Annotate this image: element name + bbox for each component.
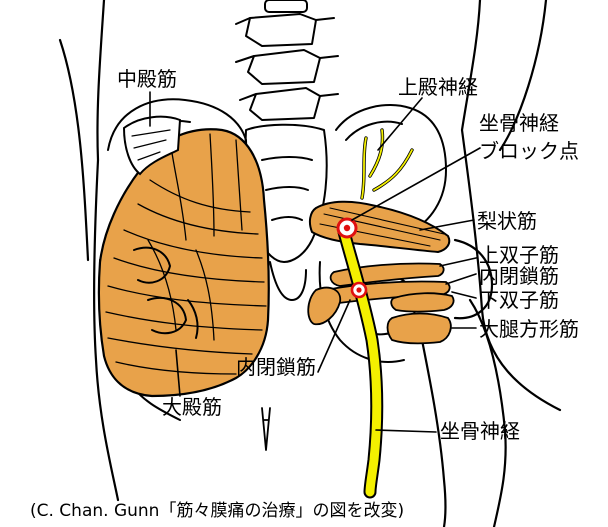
gluteus-medius-muscle — [122, 115, 182, 176]
lower-detail — [261, 407, 271, 451]
piriformis-muscle — [308, 200, 451, 254]
secondary-target — [350, 281, 368, 299]
label-sciatic-block-1: 坐骨神経 — [479, 111, 559, 135]
quadratus-femoris-muscle — [386, 312, 452, 345]
sciatic-block-target — [336, 217, 358, 239]
label-superior-gemellus: 上双子筋 — [479, 243, 559, 267]
label-sciatic-nerve: 坐骨神経 — [440, 419, 520, 443]
label-piriformis: 梨状筋 — [477, 209, 537, 233]
sciatic-nerve — [337, 225, 384, 499]
label-obturator-internus-right: 内閉鎖筋 — [479, 264, 559, 288]
label-superior-gluteal-nerve: 上殿神経 — [398, 75, 478, 99]
caption: (C. Chan. Gunn「筋々膜痛の治療」の図を改変) — [30, 501, 404, 521]
leader-lines — [149, 91, 481, 433]
label-gluteus-medius: 中殿筋 — [117, 67, 177, 91]
label-gluteus-maximus: 大殿筋 — [162, 395, 222, 419]
label-sciatic-block-2: ブロック点 — [479, 139, 579, 163]
label-obturator-internus-left: 内閉鎖筋 — [236, 355, 316, 379]
gluteus-maximus-muscle — [97, 128, 270, 398]
label-quadratus-femoris: 大腿方形筋 — [479, 317, 579, 341]
superior-gluteal-nerve — [360, 128, 414, 200]
label-inferior-gemellus: 下双子筋 — [479, 288, 559, 312]
